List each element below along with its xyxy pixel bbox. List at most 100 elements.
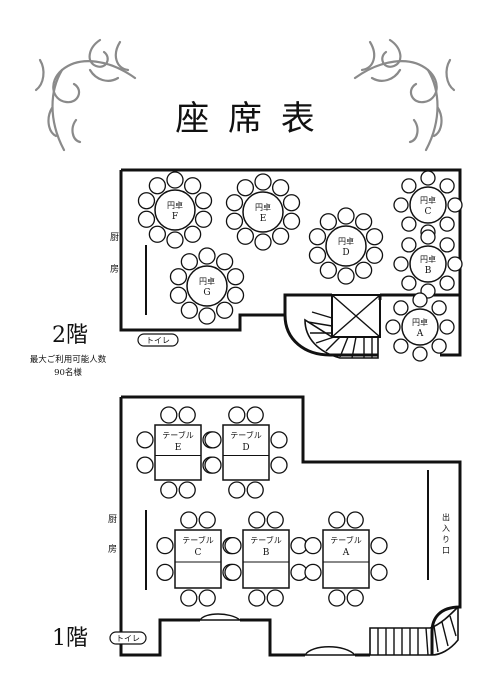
chair [412,292,428,308]
rect-table-id: E [175,443,182,453]
chair [365,246,384,264]
round-table-name: 円卓 [420,195,436,205]
round-table-id: D [342,248,349,258]
floor1-outer-wall [119,395,462,657]
floor1-kitchen-label-2: 房 [108,543,117,555]
chair [169,268,188,286]
chair [412,346,428,362]
floor1-label: 1階 [52,626,88,651]
round-table-g: 円卓 G [169,247,245,325]
floor1-staircase [369,605,459,656]
chair [254,233,272,251]
round-table-name: 円卓 [199,276,215,286]
chair [447,256,463,272]
chair [198,511,216,529]
chair [198,589,216,607]
chair [266,589,284,607]
chair [420,229,436,245]
chair [308,246,327,264]
round-table-name: 円卓 [338,236,354,246]
rect-table-top [222,424,270,481]
chair [183,177,202,195]
chair [166,231,184,249]
chair [370,563,388,581]
chair [393,197,409,213]
chair [337,207,355,225]
round-table-top [154,189,196,231]
chair [166,171,184,189]
round-table-id: F [172,212,178,222]
chair [328,589,346,607]
floor1-kitchen-label: 厨 [108,514,117,525]
chair [198,247,216,265]
chair [385,319,401,335]
page-title: 座 席 表 [175,99,319,139]
chair [194,210,213,228]
floor2-capacity-count: 90名様 [54,367,82,378]
chair [226,268,245,286]
round-table-name: 円卓 [412,317,428,327]
floor2-toilet-sign: トイレ [137,333,179,347]
floor2-label: 2階 [52,323,88,348]
round-table-id: B [425,266,432,276]
chair [169,286,188,304]
chair [236,227,255,245]
round-table-f: 円卓F [137,171,213,249]
chair [319,261,338,279]
chair [346,511,364,529]
round-table-c: 円卓 C [393,170,463,240]
chair [431,300,447,316]
chair [215,301,234,319]
ornament-left-icon [34,38,137,152]
chair [420,170,436,186]
round-table-id: G [203,288,210,298]
round-table-top [409,186,447,224]
chair [180,589,198,607]
round-table-id: E [260,214,267,224]
rect-table-name: テーブル [162,430,194,440]
round-table-top [401,308,439,346]
chair [236,179,255,197]
chair [254,173,272,191]
round-table-name: 円卓 [420,254,436,264]
chair [370,537,388,555]
rect-table-id: C [195,548,202,558]
round-table-id: A [416,329,424,339]
chair [447,197,463,213]
chair [183,225,202,243]
chair [337,267,355,285]
floor1-toilet-label: トイレ [116,634,140,643]
floor1-plan [119,395,462,657]
round-table-id: C [425,207,432,217]
floor2-capacity: 最大ご利用可能人数 [30,354,107,365]
chair [354,261,373,279]
rect-table-e: テーブル E [136,406,220,499]
chair [439,178,455,194]
chair [271,179,290,197]
rect-table-id: A [342,548,350,558]
chair [156,563,174,581]
chair [225,194,244,212]
rect-table-id: D [242,443,249,453]
chair [136,456,154,474]
chair [156,537,174,555]
chair [148,225,167,243]
rect-table-top [154,424,202,481]
chair [439,275,455,291]
chair [180,511,198,529]
chair [439,216,455,232]
chair [282,212,301,230]
round-table-b: 円卓 B [393,229,463,299]
chair [178,481,196,499]
chair [160,481,178,499]
chair [365,228,384,246]
floor2-staircase [304,294,381,359]
chair [271,227,290,245]
round-table-top [325,225,367,267]
rect-table-name: テーブル [182,535,214,545]
floor1-toilet-sign: トイレ [109,631,147,645]
chair [137,210,156,228]
